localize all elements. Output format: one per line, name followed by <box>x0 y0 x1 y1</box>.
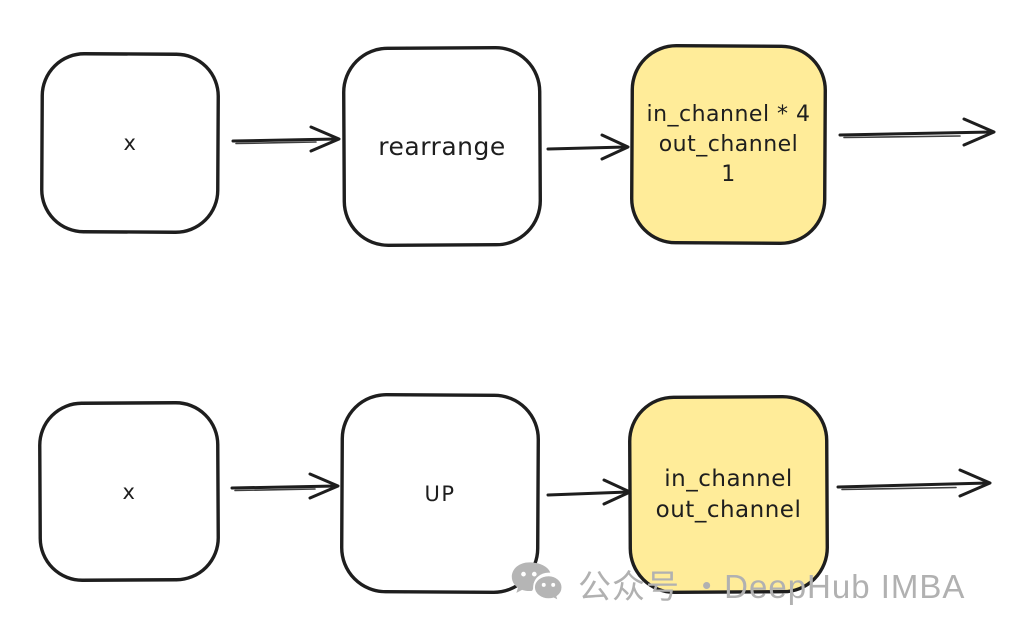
row1-node-params-shape <box>630 44 827 245</box>
row1-node-x-shape <box>40 52 220 234</box>
watermark: 公众号 ・DeepHub IMBA <box>510 560 965 608</box>
row1-arrow-x-to-rearrange <box>231 125 341 153</box>
row1-node-rearrange-shape <box>342 46 542 247</box>
row2-node-params-shape <box>628 395 829 594</box>
row2-node-x-shape <box>38 401 220 582</box>
row1-arrow-output <box>838 117 996 147</box>
wechat-icon <box>511 562 564 603</box>
watermark-text: 公众号 ・DeepHub IMBA <box>578 568 966 605</box>
row2-arrow-output <box>836 468 992 498</box>
row2-node-up-shape <box>340 393 540 594</box>
row1-arrow-rearrange-to-params <box>546 133 630 161</box>
row2-arrow-up-to-params <box>546 478 632 506</box>
row2-arrow-x-to-up <box>230 472 340 500</box>
